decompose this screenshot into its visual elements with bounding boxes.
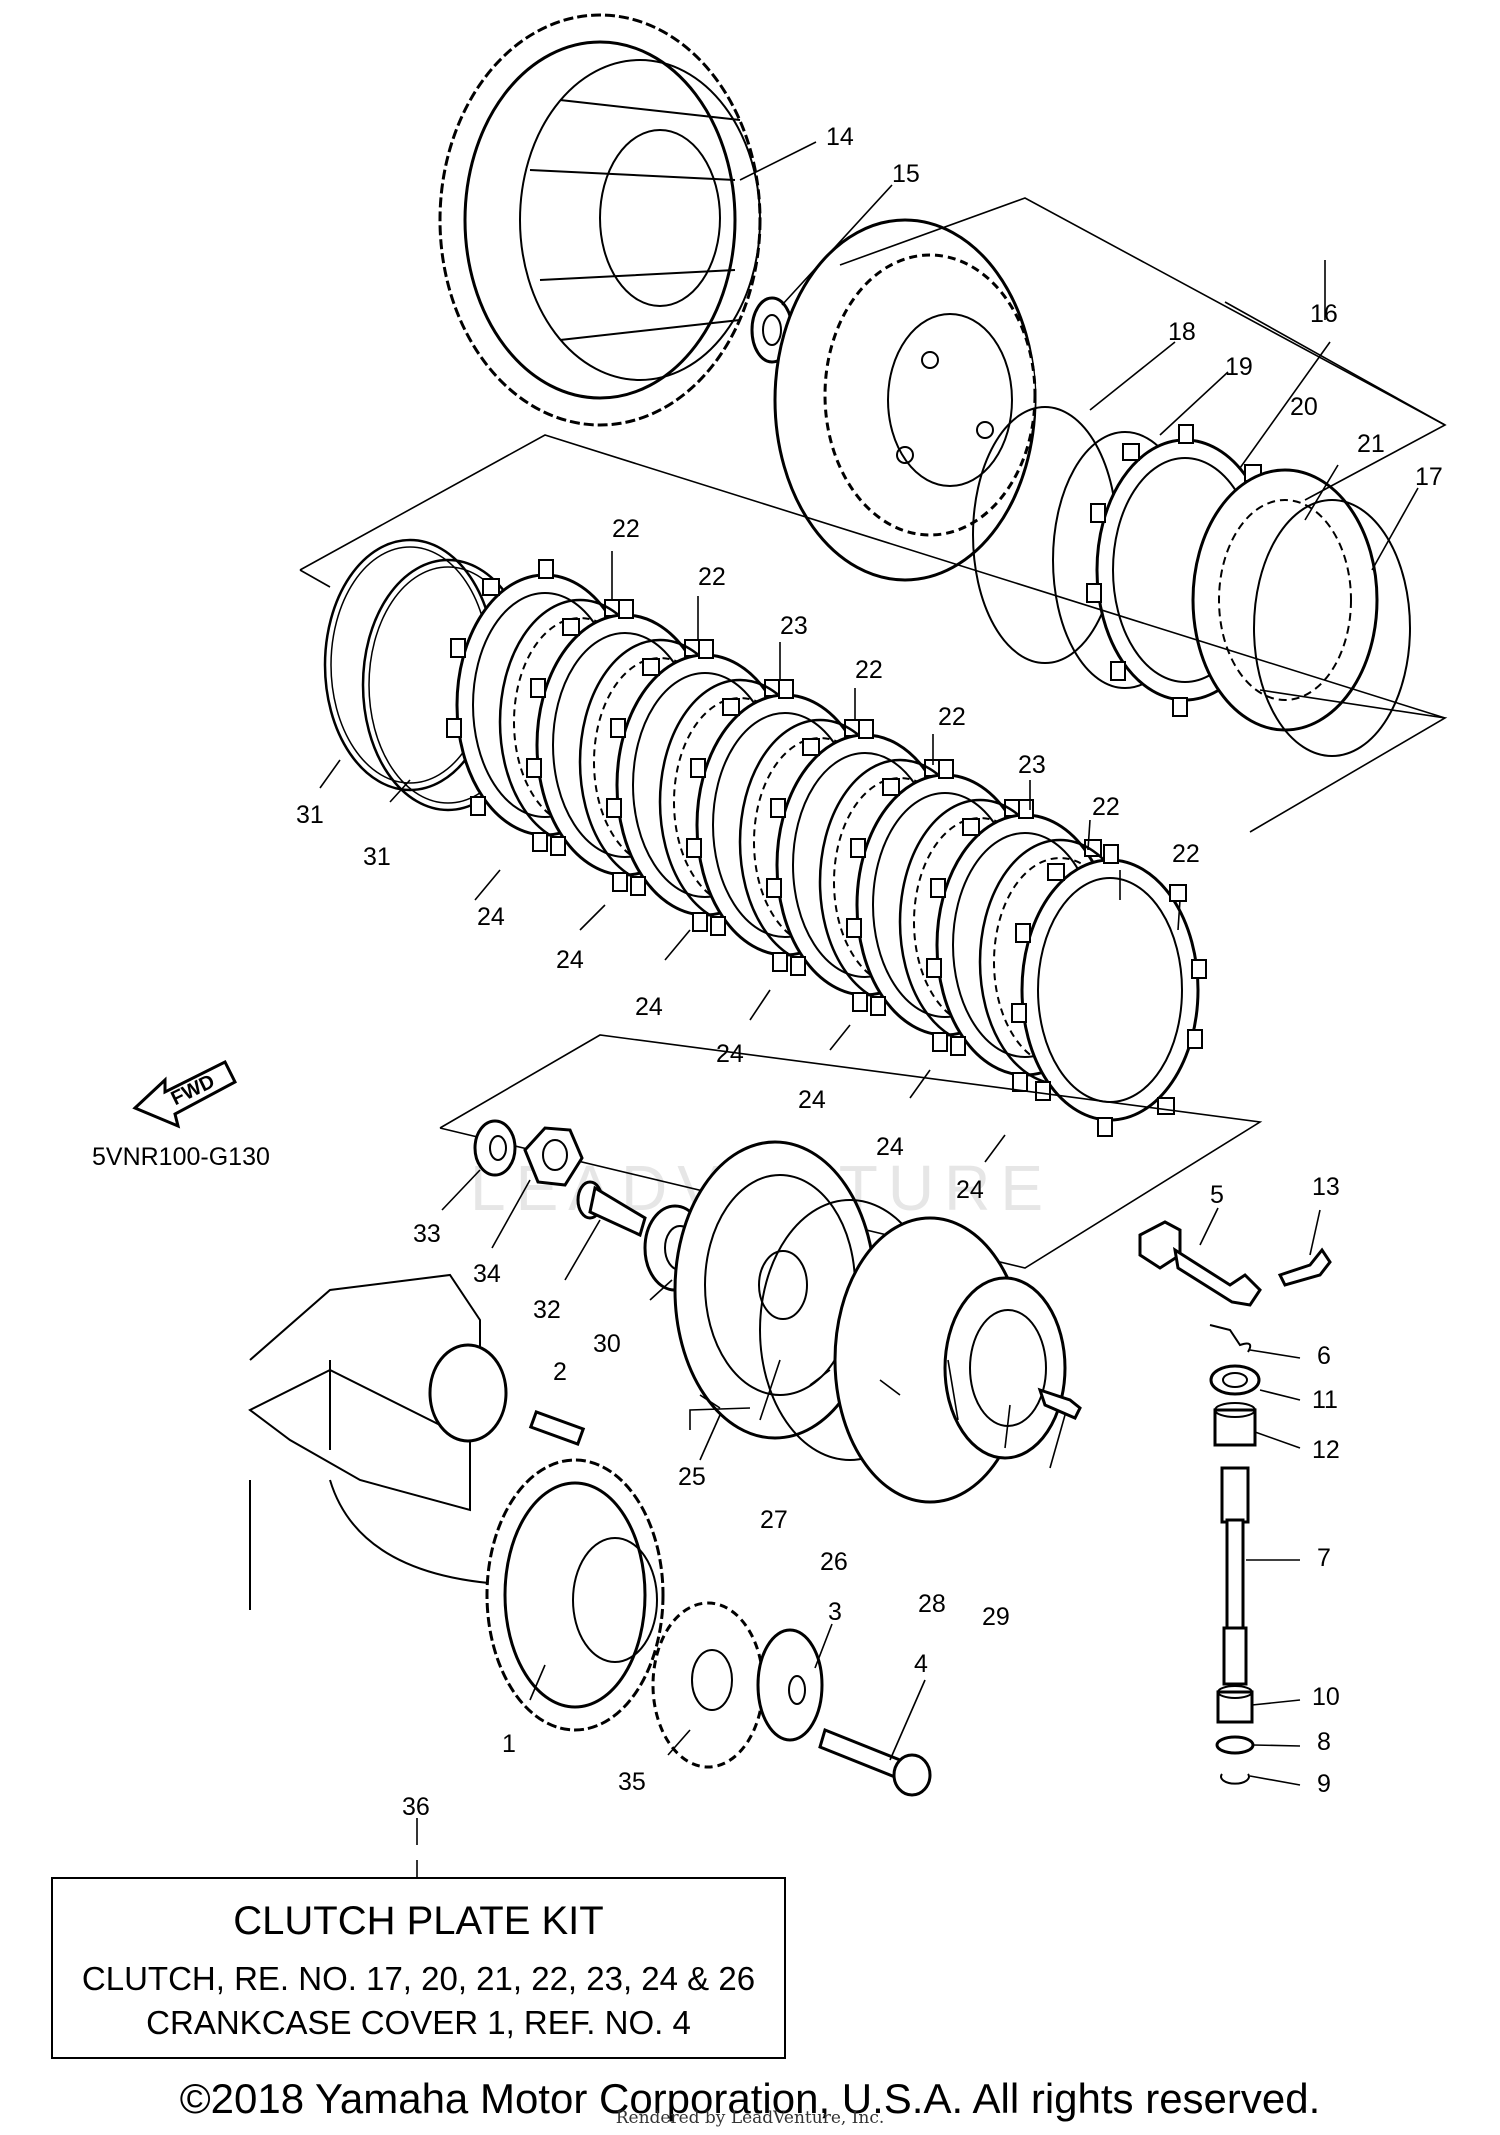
callout-25: 25 <box>678 1463 706 1491</box>
plate-21 <box>1191 468 1379 732</box>
callout-2: 2 <box>553 1358 567 1386</box>
callout-21: 21 <box>1357 430 1385 458</box>
lever-5 <box>1138 1220 1262 1307</box>
callout-31a: 31 <box>296 801 324 829</box>
callout-32: 32 <box>533 1296 561 1324</box>
callout-9: 9 <box>1317 1770 1331 1798</box>
callout-20: 20 <box>1290 393 1318 421</box>
callout-24e: 24 <box>798 1086 826 1114</box>
callout-14: 14 <box>826 123 854 151</box>
washer-33 <box>473 1119 517 1177</box>
callout-29: 29 <box>982 1603 1010 1631</box>
bolt-29 <box>1037 1387 1082 1420</box>
callout-36: 36 <box>402 1793 430 1821</box>
callout-24g: 24 <box>956 1176 984 1204</box>
callout-24d: 24 <box>716 1040 744 1068</box>
callout-22a: 22 <box>612 515 640 543</box>
callout-16: 16 <box>1310 300 1338 328</box>
bolt-13 <box>1277 1247 1332 1287</box>
callout-22c: 22 <box>855 656 883 684</box>
diagram-code: 5VNR100-G130 <box>92 1143 270 1171</box>
callout-27: 27 <box>760 1506 788 1534</box>
callout-30: 30 <box>593 1330 621 1358</box>
callout-24f: 24 <box>876 1133 904 1161</box>
callout-33: 33 <box>413 1220 441 1248</box>
plates-stack-bracket <box>299 434 1446 719</box>
washer-8 <box>1215 1735 1255 1755</box>
clutch-plate-kit-box: CLUTCH PLATE KIT CLUTCH, RE. NO. 17, 20,… <box>51 1877 786 2059</box>
callout-35: 35 <box>618 1768 646 1796</box>
oil-seal-11 <box>1209 1364 1261 1396</box>
nut-34 <box>523 1126 584 1187</box>
fwd-arrow-icon: FWD <box>132 1059 237 1129</box>
cushion-ring <box>972 406 1118 664</box>
callout-23a: 23 <box>780 612 808 640</box>
bolt-4 <box>818 1727 932 1797</box>
rendered-by-credit: Rendered by LeadVenture, Inc. <box>615 2108 885 2128</box>
callout-18: 18 <box>1168 318 1196 346</box>
callout-13: 13 <box>1312 1173 1340 1201</box>
callout-labels: 14 15 16 18 19 20 21 17 22 22 23 22 22 2… <box>296 123 1443 1821</box>
pressure-plate <box>673 1140 877 1440</box>
callout-34: 34 <box>473 1260 501 1288</box>
callout-15: 15 <box>892 160 920 188</box>
plates-stack <box>445 558 1208 1138</box>
woodruff-key <box>528 1410 586 1446</box>
callout-26: 26 <box>820 1548 848 1576</box>
clutch-housing <box>438 13 762 427</box>
leader-lines <box>319 141 1419 1877</box>
plate-28 <box>943 1276 1067 1460</box>
push-lever-shaft <box>1220 1466 1250 1686</box>
callout-31b: 31 <box>363 843 391 871</box>
primary-drive-gear <box>485 1458 665 1732</box>
copyright-notice: ©2018 Yamaha Motor Corporation, U.S.A. A… <box>179 2075 1321 2122</box>
sprocket-35 <box>651 1601 765 1769</box>
callout-19: 19 <box>1225 353 1253 381</box>
callout-1: 1 <box>502 1730 516 1758</box>
crankcase-outline <box>248 1273 521 1610</box>
callout-22f: 22 <box>1172 840 1200 868</box>
callout-4: 4 <box>914 1650 928 1678</box>
spring-6 <box>1209 1324 1252 1353</box>
callout-22b: 22 <box>698 563 726 591</box>
callout-7: 7 <box>1317 1544 1331 1572</box>
callout-6: 6 <box>1317 1342 1331 1370</box>
circlip-ring <box>1253 499 1411 757</box>
kit-contents-line-1: CLUTCH, RE. NO. 17, 20, 21, 22, 23, 24 &… <box>81 1960 756 1997</box>
callout-23b: 23 <box>1018 751 1046 779</box>
washer-3 <box>756 1628 824 1742</box>
push-rod-32 <box>576 1180 647 1238</box>
callout-24b: 24 <box>556 946 584 974</box>
callout-24c: 24 <box>635 993 663 1021</box>
bearing-10 <box>1216 1685 1254 1724</box>
callout-5: 5 <box>1210 1181 1224 1209</box>
kit-title: CLUTCH PLATE KIT <box>233 1899 604 1943</box>
callout-10: 10 <box>1312 1683 1340 1711</box>
callout-22d: 22 <box>938 703 966 731</box>
callout-28: 28 <box>918 1590 946 1618</box>
circlip-9 <box>1220 1773 1250 1785</box>
kit-contents-line-2: CRANKCASE COVER 1, REF. NO. 4 <box>146 2004 691 2041</box>
bearing-12 <box>1213 1402 1257 1447</box>
callout-22e: 22 <box>1092 793 1120 821</box>
callout-17: 17 <box>1415 463 1443 491</box>
callout-8: 8 <box>1317 1728 1331 1756</box>
callout-24a: 24 <box>477 903 505 931</box>
plate-group-bracket <box>839 197 1446 426</box>
callout-3: 3 <box>828 1598 842 1626</box>
callout-11: 11 <box>1312 1386 1338 1414</box>
callout-12: 12 <box>1312 1436 1340 1464</box>
clutch-boss <box>773 218 1037 582</box>
